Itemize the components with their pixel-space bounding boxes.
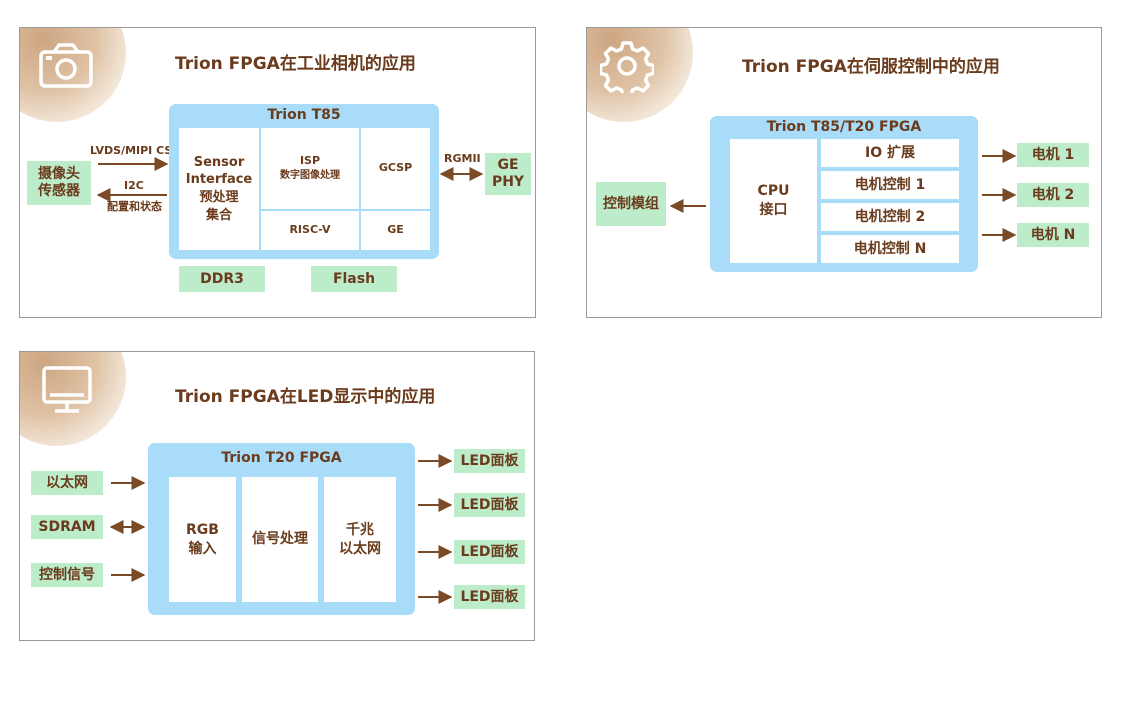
cell-signal-processing: 信号处理 (242, 477, 318, 602)
link-label-lvds: LVDS/MIPI CSI (90, 144, 177, 157)
corner-decoration (20, 28, 126, 122)
isp-sublabel: 数字图像处理 (280, 170, 340, 182)
fpga-title: Trion T20 FPGA (221, 450, 342, 466)
cell-motor-control-n: 电机控制 N (821, 235, 959, 263)
flash-chip: Flash (311, 266, 397, 292)
gear-icon (600, 41, 654, 93)
link-label-rgmii: RGMII (444, 152, 481, 165)
cell-cpu-interface: CPU 接口 (730, 139, 817, 263)
panel-servo-control: Trion FPGA在伺服控制中的应用 控制模组 Trion T85/T20 F… (586, 27, 1102, 318)
monitor-icon (42, 366, 92, 413)
sensor-chip: 摄像头 传感器 (27, 161, 91, 205)
ddr3-chip: DDR3 (179, 266, 265, 292)
led-panel-chip-4: LED面板 (454, 585, 525, 609)
servo-arrows (669, 149, 1017, 242)
cell-riscv: RISC-V (261, 211, 359, 250)
led-panel-chip-1: LED面板 (454, 449, 525, 473)
cell-isp: ISP 数字图像处理 (261, 128, 359, 209)
fpga-block-t20: Trion T20 FPGA RGB 输入 信号处理 千兆 以太网 (148, 443, 415, 615)
fpga-title: Trion T85 (267, 107, 341, 123)
motor-2-chip: 电机 2 (1017, 183, 1089, 207)
motor-1-chip: 电机 1 (1017, 143, 1089, 167)
cell-gcsp: GCSP (361, 128, 430, 209)
sdram-chip: SDRAM (31, 515, 103, 539)
link-label-i2c: I2C (124, 179, 144, 192)
cell-motor-control-2: 电机控制 2 (821, 203, 959, 231)
control-module-chip: 控制模组 (596, 182, 666, 226)
fpga-block-t85-t20: Trion T85/T20 FPGA CPU 接口 IO 扩展 电机控制 1 电… (710, 116, 978, 272)
panel-title: Trion FPGA在LED显示中的应用 (175, 387, 436, 407)
led-panel-chip-2: LED面板 (454, 493, 525, 517)
panel-title: Trion FPGA在伺服控制中的应用 (742, 57, 1000, 77)
cell-ge: GE (361, 211, 430, 250)
cell-io-expand: IO 扩展 (821, 139, 959, 167)
camera-icon (39, 43, 93, 88)
fpga-block-t85: Trion T85 Sensor Interface 预处理 集合 ISP 数字… (169, 104, 439, 259)
ge-phy-chip: GE PHY (485, 153, 531, 195)
cell-gigabit-ethernet: 千兆 以太网 (324, 477, 396, 602)
panel-title: Trion FPGA在工业相机的应用 (175, 54, 416, 74)
camera-arrows (96, 157, 484, 202)
led-panel-chip-3: LED面板 (454, 540, 525, 564)
motor-n-chip: 电机 N (1017, 223, 1089, 247)
ethernet-chip: 以太网 (31, 471, 103, 495)
control-signal-chip: 控制信号 (31, 563, 103, 587)
panel-industrial-camera: Trion FPGA在工业相机的应用 摄像头 传感器 LVDS/MIPI CSI… (19, 27, 536, 318)
fpga-title: Trion T85/T20 FPGA (766, 119, 922, 135)
cell-rgb-input: RGB 输入 (169, 477, 236, 602)
cell-sensor-interface: Sensor Interface 预处理 集合 (179, 128, 259, 250)
link-label-config: 配置和状态 (107, 200, 162, 213)
led-arrows (109, 454, 453, 604)
isp-label: ISP (299, 154, 321, 168)
cell-motor-control-1: 电机控制 1 (821, 171, 959, 199)
panel-led-display: Trion FPGA在LED显示中的应用 以太网 SDRAM 控制信号 Trio… (19, 351, 535, 641)
